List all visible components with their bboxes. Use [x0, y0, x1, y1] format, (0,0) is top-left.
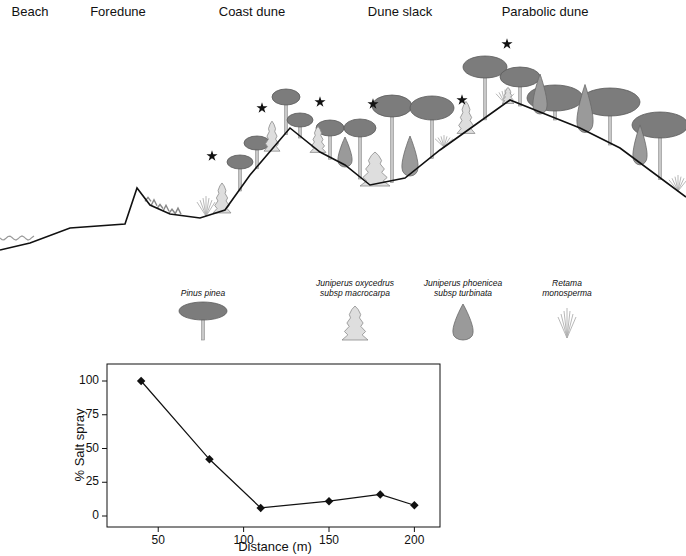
axis-title: Distance (m)	[238, 540, 312, 555]
juniper-oxycedrus	[264, 121, 280, 151]
zone-label: Foredune	[90, 5, 146, 20]
zone-label: Beach	[12, 5, 49, 20]
zone-label: Parabolic dune	[502, 5, 589, 20]
tick-label: 200	[404, 534, 424, 548]
juniper-oxycedrus	[310, 126, 326, 152]
retama-stem	[678, 180, 686, 191]
star-marker	[456, 94, 467, 105]
legend-icons	[179, 302, 576, 340]
juniper-oxycedrus	[213, 183, 231, 213]
grass-tuft	[175, 208, 181, 214]
data-point	[205, 455, 213, 463]
star-marker	[206, 150, 217, 161]
tick-label: 75	[86, 408, 99, 422]
axis-title: % Salt spray	[73, 409, 88, 482]
data-point	[325, 497, 333, 505]
star-marker	[314, 96, 325, 107]
grass-tuft	[151, 200, 157, 206]
star-marker	[501, 38, 512, 49]
star-marker	[367, 98, 378, 109]
salt-spray-chart	[102, 364, 440, 532]
plot-frame	[107, 364, 440, 527]
pine-canopy	[372, 95, 412, 117]
pine-canopy	[344, 119, 376, 137]
tick-label: 100	[79, 374, 99, 388]
pine-canopy	[410, 96, 454, 120]
star-marker	[256, 102, 267, 113]
tick-label: 50	[152, 534, 165, 548]
x-tick	[243, 527, 244, 532]
juniper-phoenicea	[577, 85, 593, 133]
grass-tuft	[169, 209, 175, 213]
data-point	[410, 501, 418, 509]
grass-tuft	[163, 205, 169, 211]
pine-canopy	[500, 67, 540, 87]
y-tick	[102, 381, 107, 382]
vegetation	[197, 56, 686, 216]
pine-trunk	[391, 106, 394, 183]
data-line	[141, 381, 414, 508]
sea-wave	[0, 236, 34, 240]
x-tick	[414, 527, 415, 532]
juniper-oxycedrus	[342, 306, 368, 340]
y-tick	[102, 482, 107, 483]
juniper-phoenicea	[453, 304, 473, 340]
x-tick	[158, 527, 159, 532]
zone-label: Dune slack	[368, 5, 432, 20]
tick-label: 50	[86, 442, 99, 456]
data-point	[137, 377, 145, 385]
pine-canopy	[272, 89, 300, 105]
y-tick	[102, 448, 107, 449]
y-tick	[102, 516, 107, 517]
pine-canopy	[179, 302, 227, 320]
tick-label: 0	[92, 509, 99, 523]
data-point	[376, 490, 384, 498]
pine-canopy	[287, 113, 313, 127]
zone-label: Coast dune	[219, 5, 286, 20]
retama-stem	[567, 317, 576, 338]
legend-label: Pinus pinea	[159, 289, 247, 299]
pine-canopy	[227, 155, 253, 169]
juniper-oxycedrus	[457, 101, 475, 133]
x-tick	[329, 527, 330, 532]
tick-label: 150	[319, 534, 339, 548]
legend-label: Retama monosperma	[541, 279, 593, 299]
tick-label: 25	[86, 475, 99, 489]
juniper-phoenicea	[533, 74, 547, 114]
legend-label: Juniperus phoenicea subsp turbinata	[415, 279, 511, 299]
data-point	[256, 504, 264, 512]
y-tick	[102, 414, 107, 415]
legend-label: Juniperus oxycedrus subsp macrocarpa	[309, 279, 401, 299]
dune-profile	[0, 100, 686, 250]
